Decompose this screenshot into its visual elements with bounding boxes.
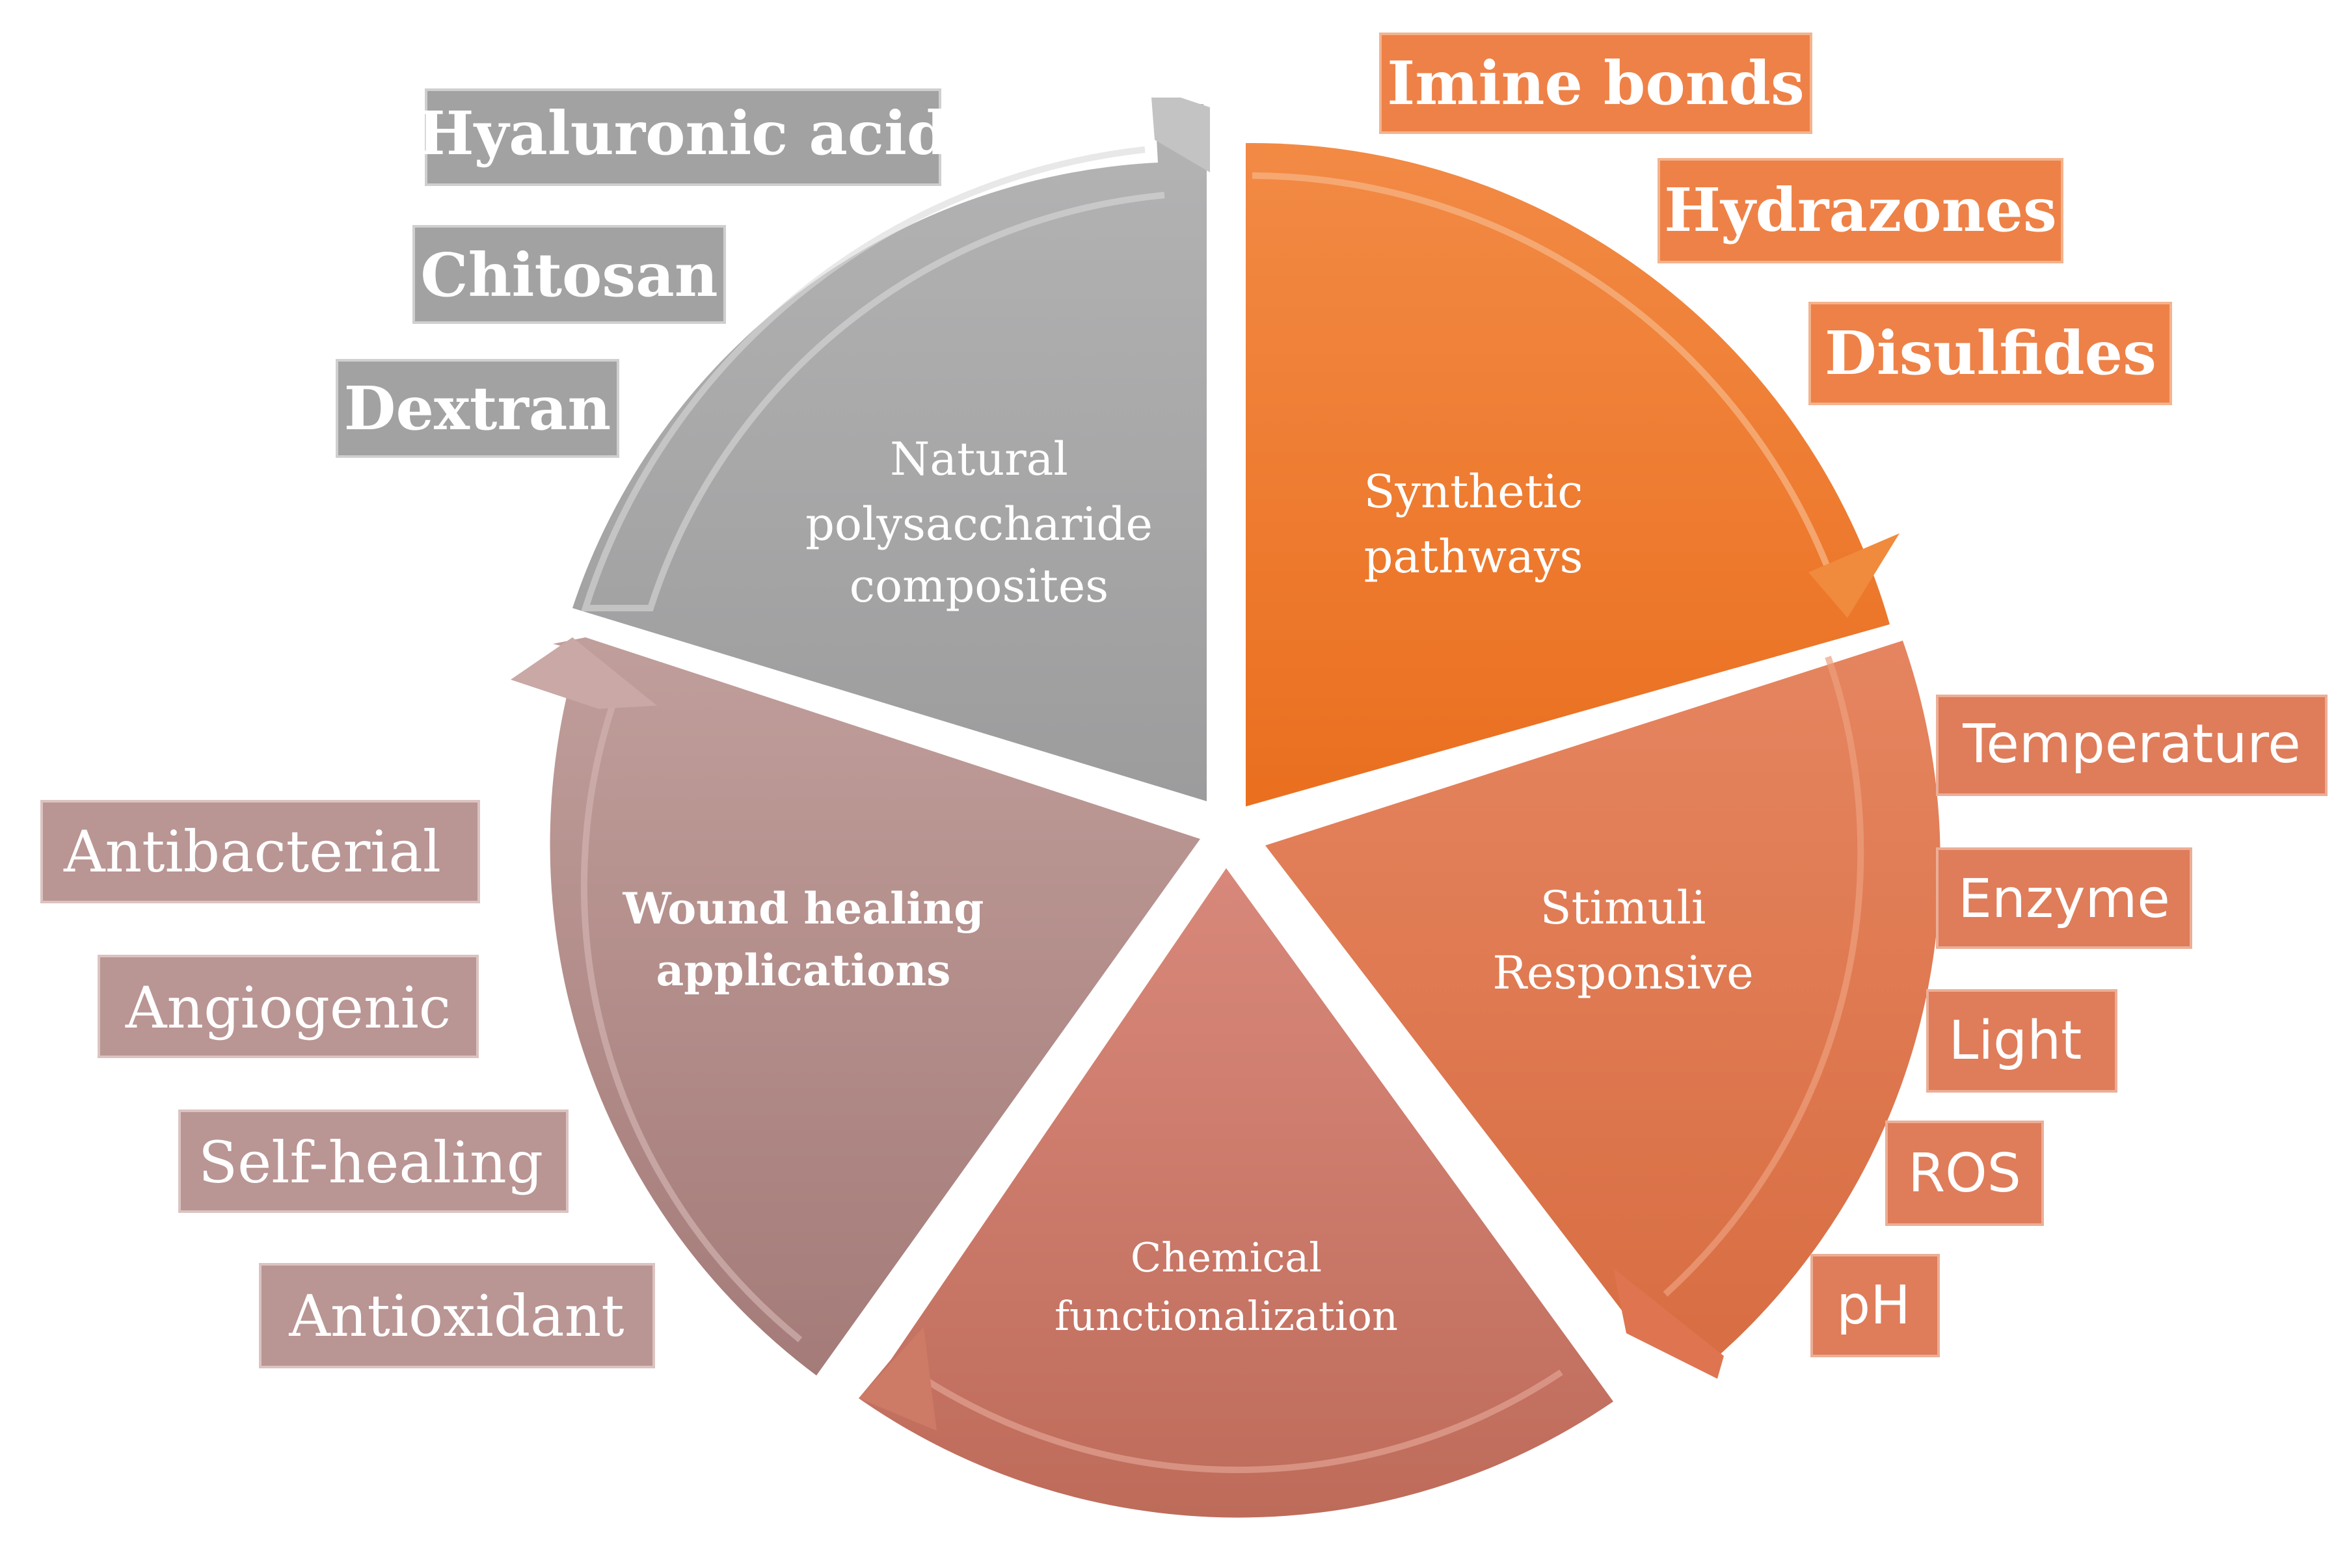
tag-group-bonds: Imine bonds Hydrazones Disulfides	[1379, 33, 2172, 405]
segment-label-natural-line2: polysaccharide	[805, 498, 1153, 551]
segment-chemical-functionalization	[859, 868, 1613, 1518]
arrow-head-gray	[1151, 98, 1210, 172]
segment-natural-polysaccharide	[572, 98, 1210, 801]
segment-synthetic-pathways	[1246, 142, 1899, 807]
segment-label-wound-line2: applications	[656, 945, 951, 996]
tag-label: Chitosan	[420, 240, 718, 310]
segment-label-stimuli-line2: Responsive	[1492, 946, 1753, 1000]
segment-label-synthetic-line1: Synthetic	[1364, 465, 1583, 518]
tag-label: Antioxidant	[288, 1282, 624, 1349]
segment-label-wound: Wound healing applications	[623, 883, 984, 996]
tag-angiogenic: Angiogenic	[98, 955, 479, 1058]
segment-label-natural: Natural polysaccharide composites	[805, 432, 1153, 613]
tag-hyaluronic-acid: Hyaluronic acid	[418, 88, 948, 186]
tag-label: Hydrazones	[1664, 175, 2057, 245]
tag-antibacterial: Antibacterial	[40, 800, 480, 903]
tag-label: Light	[1949, 1010, 2082, 1072]
tag-chitosan: Chitosan	[412, 225, 726, 324]
tag-enzyme: Enzyme	[1936, 847, 2192, 949]
segment-label-synthetic-line2: pathways	[1364, 530, 1583, 583]
segment-label-chemical-line2: functionalization	[1054, 1292, 1398, 1340]
tag-label: Disulfides	[1825, 318, 2156, 388]
segment-label-chemical-line1: Chemical	[1131, 1234, 1322, 1281]
tag-disulfides: Disulfides	[1808, 302, 2172, 405]
tag-label: Angiogenic	[125, 974, 451, 1041]
tag-self-healing: Self-healing	[178, 1110, 569, 1213]
segment-label-chemical: Chemical functionalization	[1054, 1234, 1398, 1340]
tag-temperature: Temperature	[1936, 695, 2328, 796]
tag-ros: ROS	[1885, 1121, 2044, 1226]
tag-dextran: Dextran	[336, 359, 619, 458]
tag-group-properties: Antibacterial Angiogenic Self-healing An…	[40, 800, 655, 1368]
segment-label-stimuli-line1: Stimuli	[1540, 881, 1706, 935]
tag-label: Self-healing	[198, 1129, 543, 1196]
segment-label-natural-line3: composites	[850, 559, 1108, 613]
tag-group-polysaccharides: Hyaluronic acid Chitosan Dextran	[336, 88, 948, 458]
tag-label: Dextran	[344, 373, 611, 444]
tag-label: Temperature	[1962, 713, 2300, 775]
segment-stimuli-responsive	[1265, 641, 1940, 1379]
tag-label: Enzyme	[1958, 868, 2170, 930]
segment-label-synthetic: Synthetic pathways	[1364, 465, 1583, 583]
tag-label: Antibacterial	[63, 818, 441, 885]
tag-label: Hyaluronic acid	[418, 98, 948, 168]
tag-label: Imine bonds	[1387, 48, 1804, 118]
tag-label: pH	[1836, 1275, 1911, 1336]
arrow-head-mauve	[511, 637, 657, 709]
tag-group-stimuli: Temperature Enzyme Light ROS pH	[1810, 695, 2328, 1357]
tag-antioxidant: Antioxidant	[259, 1263, 655, 1368]
arrow-head-coral	[1613, 1268, 1724, 1379]
segment-wound-healing	[511, 637, 1200, 1375]
segment-label-wound-line1: Wound healing	[623, 883, 984, 934]
segment-label-natural-line1: Natural	[890, 432, 1068, 486]
tag-label: ROS	[1908, 1143, 2021, 1204]
tag-light: Light	[1926, 989, 2117, 1093]
tag-ph: pH	[1810, 1254, 1940, 1357]
segment-label-stimuli: Stimuli Responsive	[1492, 881, 1753, 1000]
arrow-head-terracotta	[859, 1327, 937, 1431]
tag-hydrazones: Hydrazones	[1658, 158, 2063, 263]
arrow-head-orange	[1808, 533, 1899, 618]
tag-imine-bonds: Imine bonds	[1379, 33, 1812, 134]
